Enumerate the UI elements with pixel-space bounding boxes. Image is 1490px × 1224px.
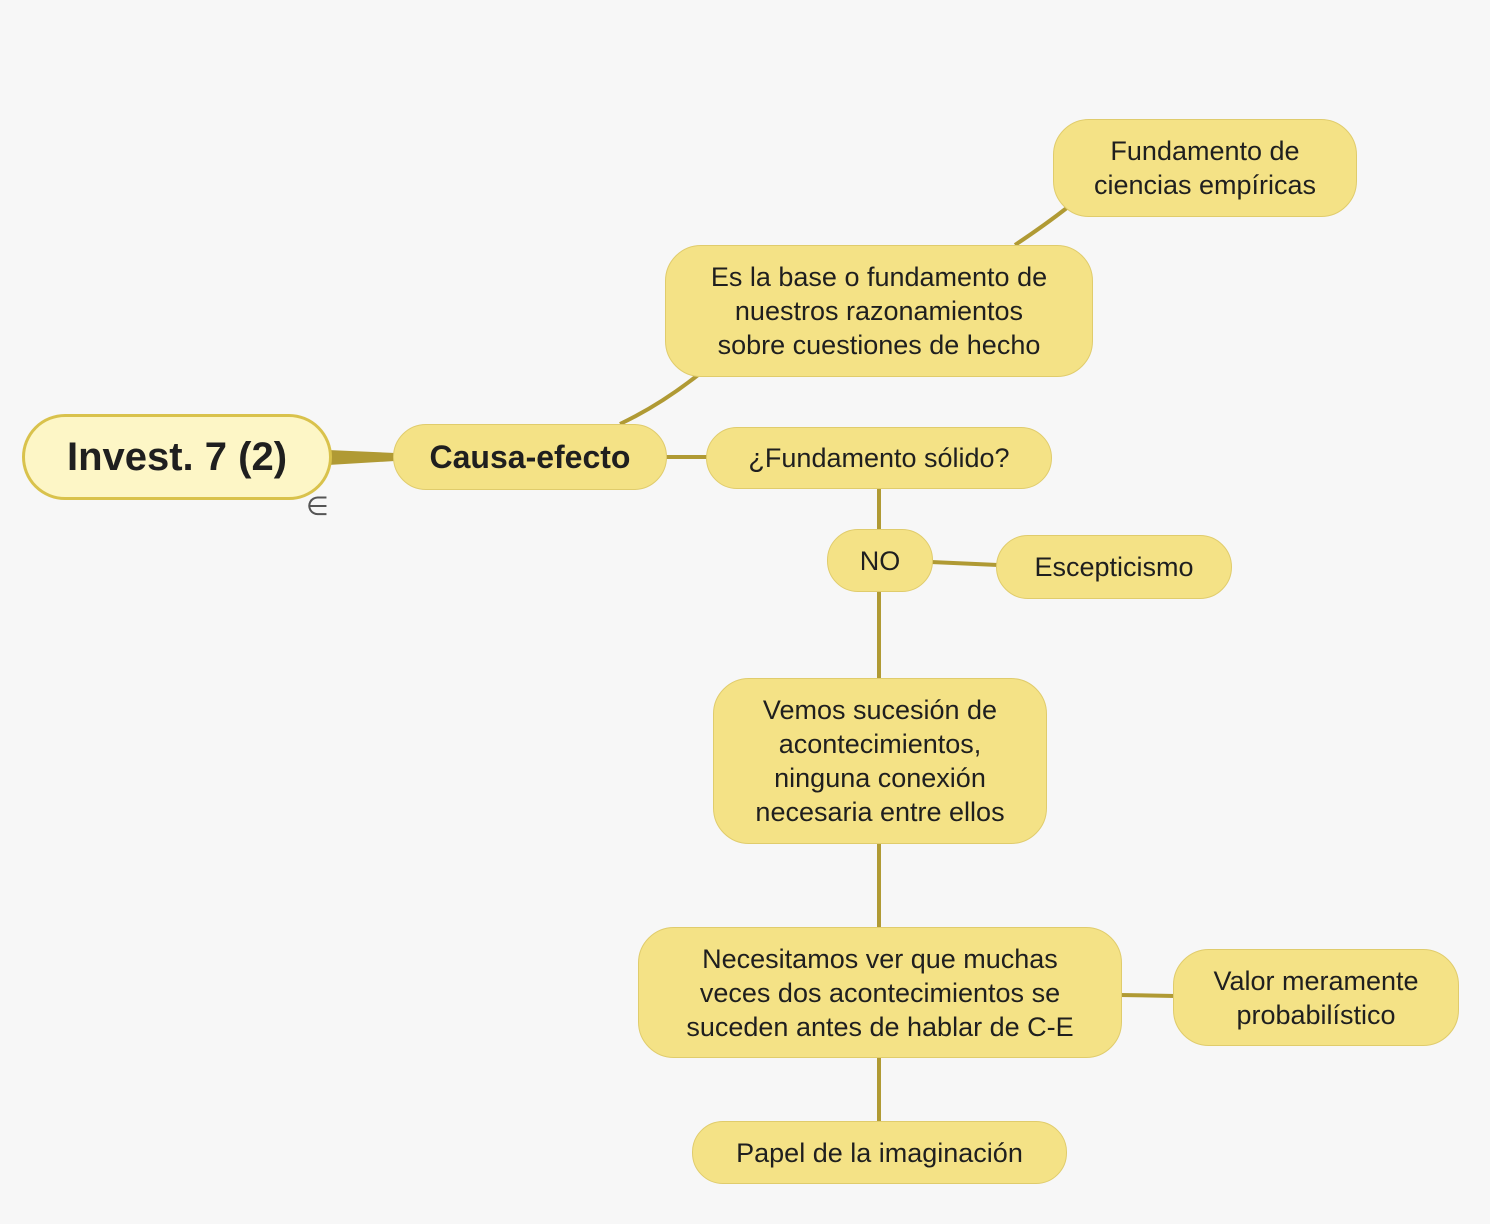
topic-necesitamos-ver[interactable]: Necesitamos ver que muchas veces dos aco…	[638, 927, 1122, 1058]
connector-necesitamos-valor	[1119, 993, 1176, 998]
topic-causa-efecto[interactable]: Causa-efecto	[393, 424, 667, 490]
topic-no[interactable]: NO	[827, 529, 933, 592]
collapse-branch-icon[interactable]: ∈	[306, 492, 329, 522]
topic-valor-probabilistico[interactable]: Valor meramente probabilístico	[1173, 949, 1459, 1046]
connector-causa-base	[619, 373, 700, 426]
topic-fundamento-ciencias[interactable]: Fundamento de ciencias empíricas	[1053, 119, 1357, 217]
connector-root-causa	[328, 450, 395, 465]
connector-no-escepticismo	[930, 560, 999, 567]
topic-escepticismo[interactable]: Escepticismo	[996, 535, 1232, 599]
connector-base-ciencias	[1013, 205, 1070, 247]
topic-es-la-base[interactable]: Es la base o fundamento de nuestros razo…	[665, 245, 1093, 377]
root-topic[interactable]: Invest. 7 (2)	[22, 414, 332, 500]
topic-vemos-sucesion[interactable]: Vemos sucesión de acontecimientos, ningu…	[713, 678, 1047, 844]
topic-papel-imaginacion[interactable]: Papel de la imaginación	[692, 1121, 1067, 1184]
topic-fundamento-solido[interactable]: ¿Fundamento sólido?	[706, 427, 1052, 489]
